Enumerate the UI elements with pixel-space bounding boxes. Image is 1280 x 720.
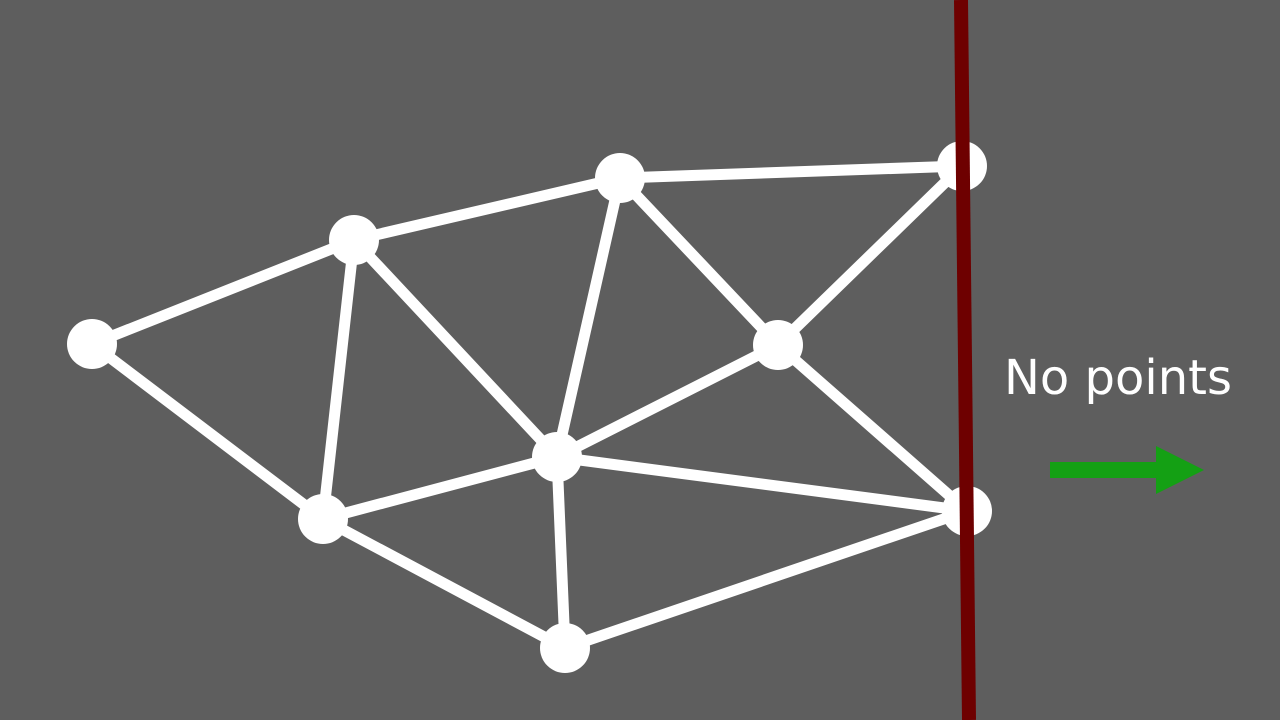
graph-node [753, 320, 803, 370]
graph-edge [317, 451, 563, 525]
graph-edge [559, 505, 973, 654]
graph-edge [551, 339, 784, 463]
graph-edge [551, 451, 571, 654]
graph-node [298, 494, 348, 544]
graph-edge [348, 234, 563, 463]
graph-edge [614, 172, 784, 351]
graph-edge [317, 234, 360, 525]
graph-edge [772, 160, 968, 351]
graph-node [532, 432, 582, 482]
graph-edges [86, 160, 973, 654]
graph-edge [772, 339, 973, 517]
graph-edge [348, 172, 626, 246]
graph-node [595, 153, 645, 203]
graph-node [329, 215, 379, 265]
graph-nodes [67, 141, 992, 673]
graph-edge [86, 234, 360, 350]
graph-edge [551, 172, 626, 463]
graph-node [67, 319, 117, 369]
arrow-right-icon [1050, 446, 1204, 494]
graph-edge [317, 513, 571, 654]
graph-node [540, 623, 590, 673]
graph-edge [551, 451, 973, 517]
no-points-label: No points [1004, 350, 1232, 406]
graph-edge [614, 160, 968, 184]
boundary-line [954, 0, 976, 720]
graph-edge [86, 338, 329, 525]
